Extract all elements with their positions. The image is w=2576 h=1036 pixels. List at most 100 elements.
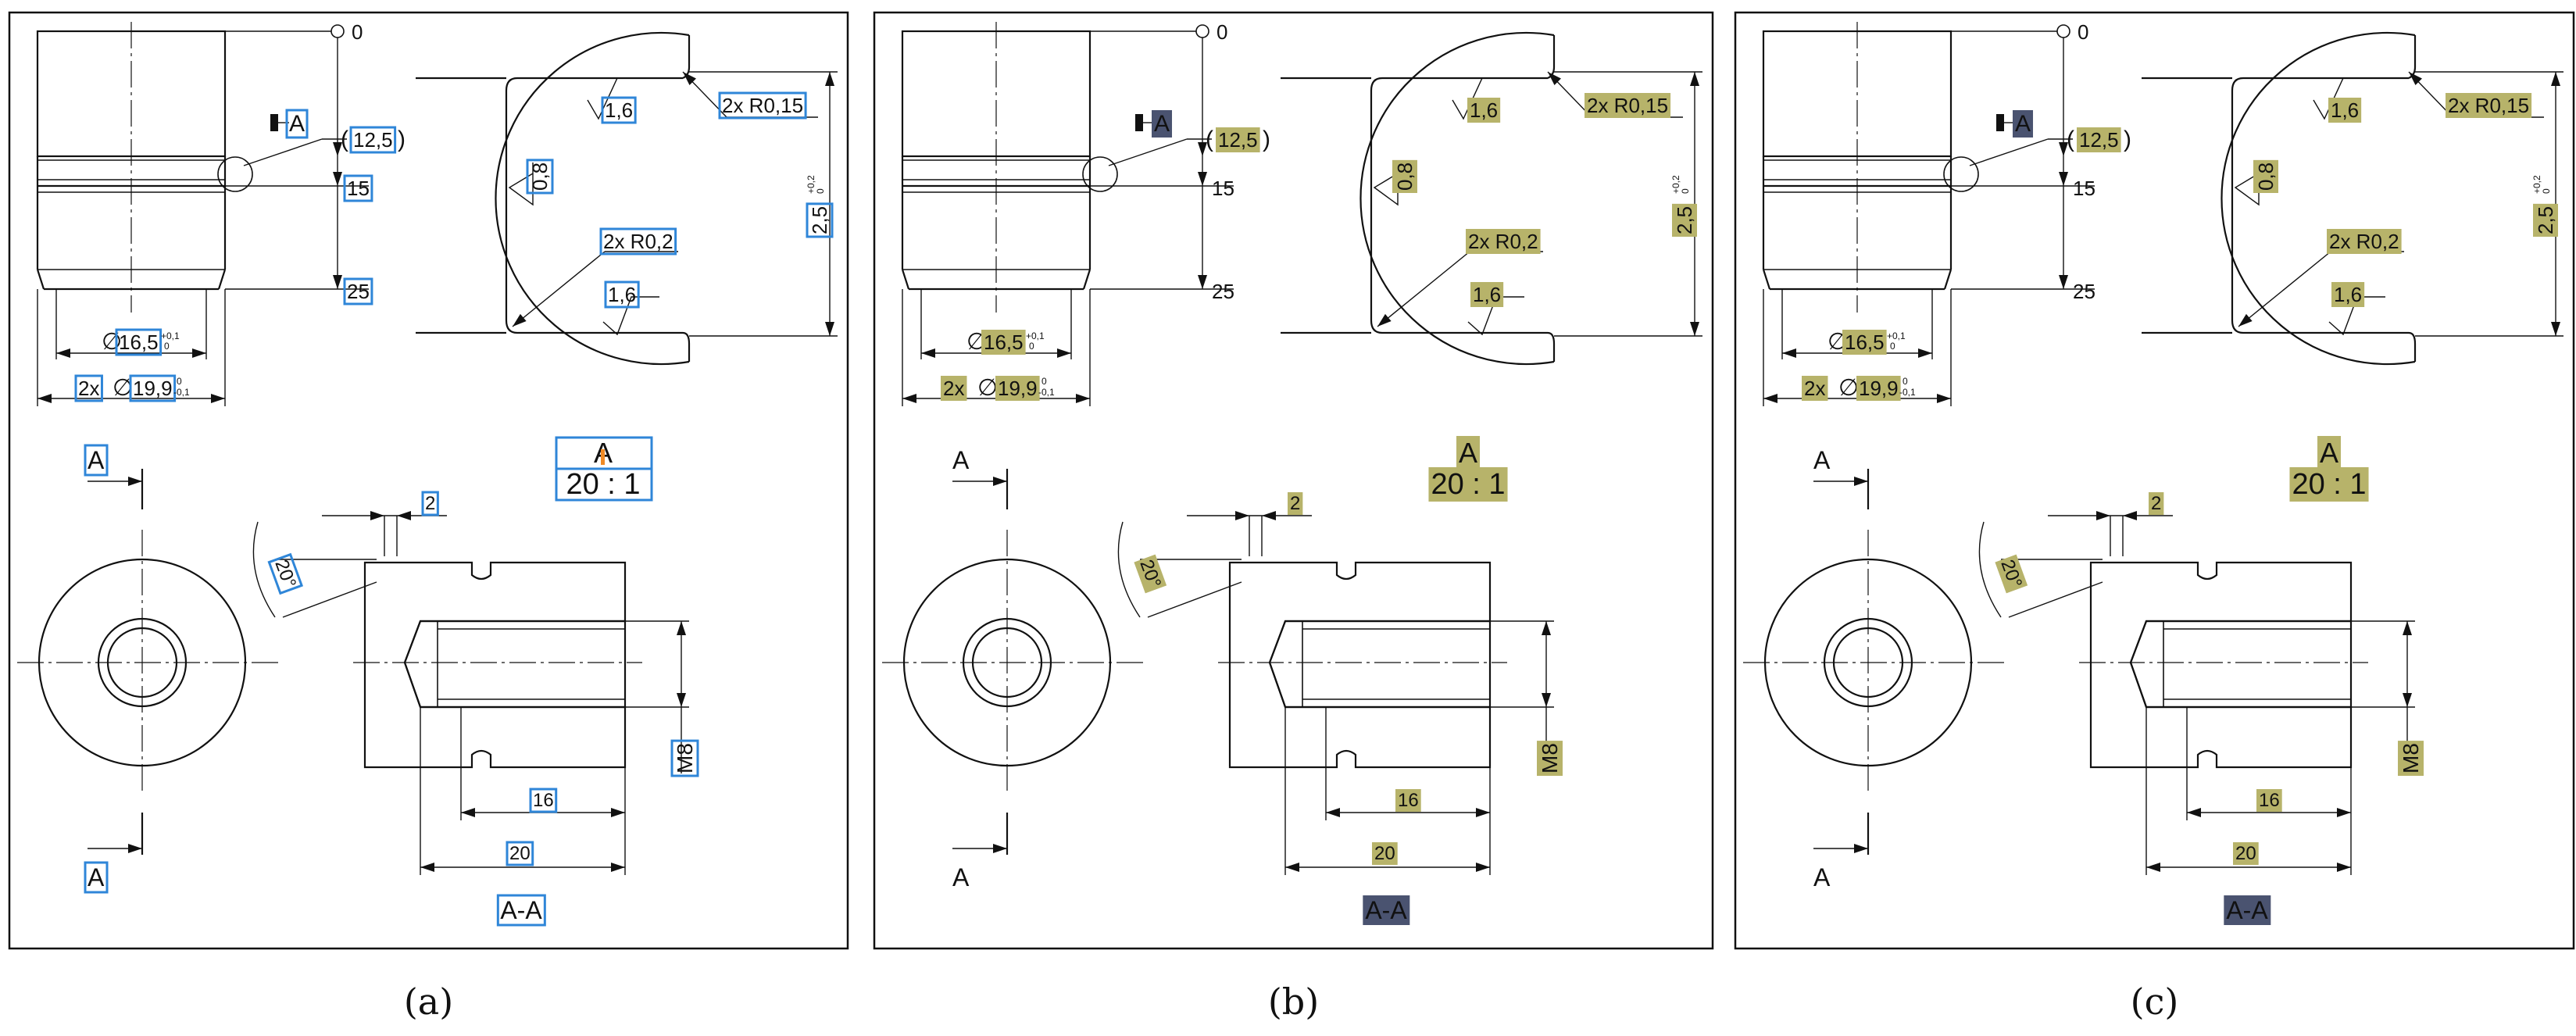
dim-20: 20 [509,843,531,864]
annotation-box [343,277,373,305]
annotation-fill [2289,467,2369,502]
dim-2x-r02: 2x R0,2 [603,230,673,253]
annotation-fill [1372,842,1398,865]
dim-15: 15 [1212,177,1234,200]
datum-triangle [270,114,278,131]
origin-label: 0 [2078,20,2088,44]
roughness-1-6-top: 1,6 [605,98,633,122]
paren-open: ( [341,127,348,152]
dim-12-5: 12,5 [1218,128,1258,152]
annotation-fill [1585,93,1671,118]
dim-dia-16-5: 16,5 [984,330,1024,354]
arrowhead [611,808,625,817]
tol-upper: +0,1 [161,330,180,341]
annotation-fill [1363,895,1410,925]
panel-frame [1734,11,2575,950]
tol-upper: +0,2 [2531,175,2542,194]
dim-25: 25 [347,280,370,303]
datum-triangle [1996,114,2004,131]
annotation-fill [1428,467,1508,502]
dim-2x-r02: 2x R0,2 [1468,230,1538,253]
tol-lower: -0,1 [1899,387,1916,398]
annotation-fill [1470,282,1504,307]
arrowhead [1690,72,1699,86]
tol-upper: +0,2 [1670,175,1681,194]
annotation-fill [1216,127,1260,152]
annotation-box [718,91,807,120]
arrowhead [2337,808,2351,817]
tol-lower: 0 [1029,341,1034,352]
origin-symbol [330,24,345,38]
dim-25: 25 [2073,280,2095,303]
arrowhead [333,142,342,156]
paren-close: ) [2124,127,2131,152]
groove-profile [505,77,518,334]
detail-label: A20 : 1 [2289,436,2369,502]
arrowhead [2551,322,2560,336]
dim-dia-19-9: 19,9 [133,377,173,400]
arrowhead [1198,172,1207,186]
arrowhead [397,511,411,520]
detail-marker-circle [1943,156,1979,192]
arrowhead [128,844,142,853]
arrowhead [1476,808,1490,817]
arrowhead [993,477,1007,486]
arrowhead [1076,394,1090,403]
section-letter-bottom: A [1813,863,1831,891]
section-label-AA: A-A [1365,896,1407,924]
tol-upper: 0 [1903,376,1908,387]
arrowhead [1918,348,1932,358]
diameter-symbol: ∅ [1838,375,1859,401]
dim-m8: M8 [673,743,697,773]
annotation-fill [1672,203,1697,237]
threaded-bore [1268,620,1492,709]
dim-2-5: 2,5 [808,206,831,234]
threaded-bore [2129,620,2353,709]
datum-triangle [1135,114,1143,131]
diameter-symbol: ∅ [977,375,998,401]
dim-15: 15 [2073,177,2095,200]
detail-marker-circle [1082,156,1118,192]
dim-m8: M8 [1538,743,1562,773]
dim-dia-16-5: 16,5 [1845,330,1885,354]
roughness-0-8: 0,8 [2254,163,2278,191]
arrowhead [2403,621,2412,635]
arrowhead [1198,275,1207,289]
angle-arc [1978,521,2002,618]
annotation-fill [1995,554,2028,594]
arrowhead [370,511,384,520]
panel-caption: (a) [404,981,453,1023]
detail-scale: 20 : 1 [2292,468,2366,501]
roughness-symbol [1467,296,1524,336]
arrowhead [1542,693,1551,707]
detail-circle-arc [495,31,690,366]
annotation-fill [2317,436,2342,470]
annotation-fill [1856,376,1901,401]
arrowhead [333,172,342,186]
section-letter-bottom: A [88,863,105,891]
dim-12-5: 12,5 [2079,128,2119,152]
origin-symbol [1195,24,1209,38]
arrowhead [1854,844,1868,853]
dim-2: 2 [1290,493,1300,514]
tol-upper: +0,1 [1887,330,1906,341]
arrowhead [1690,322,1699,336]
tol-lower: 0 [1890,341,1895,352]
annotation-fill [2233,842,2259,865]
tol-lower: -0,1 [1038,387,1055,398]
annotation-fill [1802,376,1828,401]
paren-close: ) [1263,127,1270,152]
arrowhead [677,693,686,707]
arrowhead [211,394,225,403]
datum-label: A [2015,111,2031,137]
dim-16: 16 [533,790,554,811]
detail-letter: A [2320,437,2338,469]
arrowhead [2059,275,2068,289]
tol-lower: 0 [164,341,170,352]
arrowhead [2059,142,2068,156]
